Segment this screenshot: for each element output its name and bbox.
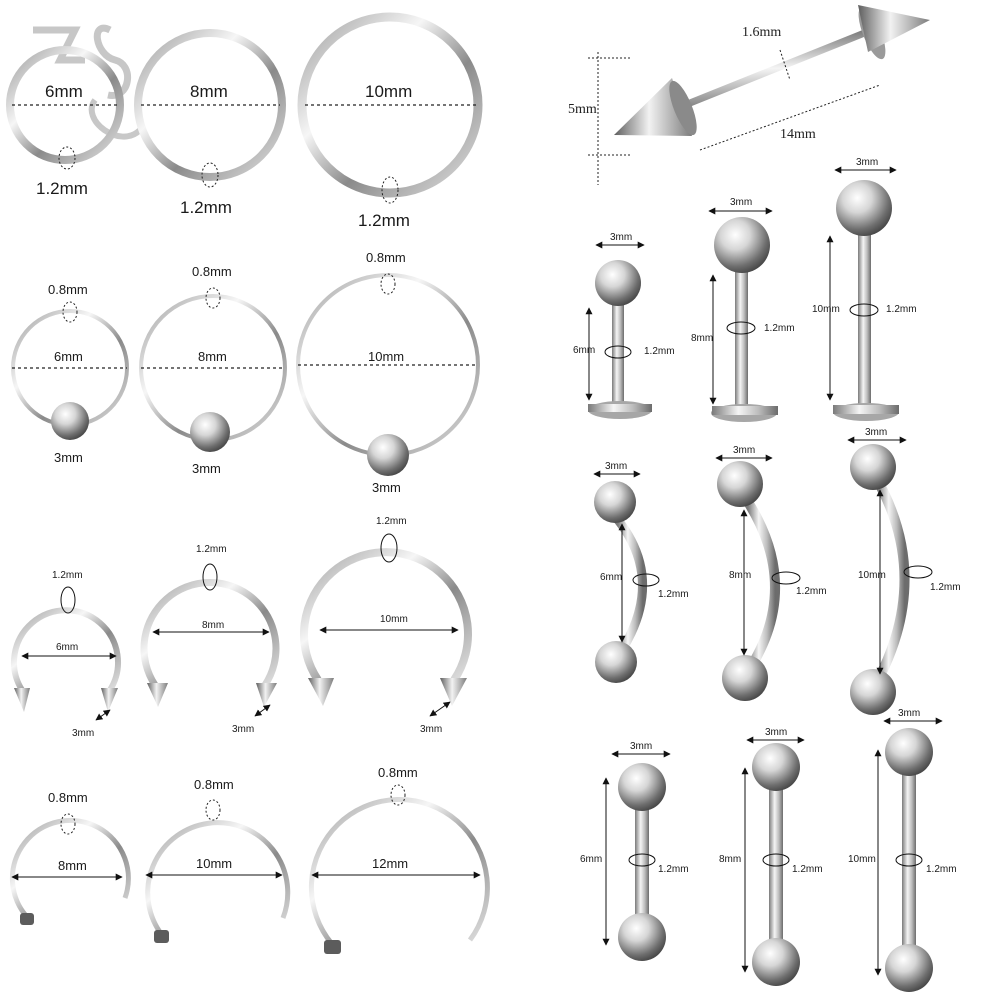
curved-barbell-ball: 3mm (605, 461, 627, 472)
nose-hoop-diameter: 10mm (196, 856, 232, 871)
nose-hoop-diameter: 8mm (58, 858, 87, 873)
horseshoe-8mm: 8mm 1.2mm 3mm (140, 544, 280, 735)
captive-ring-diameter: 8mm (198, 349, 227, 364)
labret-6mm: 3mm 6mm 1.2mm (573, 232, 675, 419)
straight-barbell-ball: 3mm (765, 727, 787, 738)
captive-ring-diameter: 10mm (368, 349, 404, 364)
nose-hoop-diameter: 12mm (372, 856, 408, 871)
segment-ring-diameter: 8mm (190, 82, 228, 101)
captive-bead-rings: 0.8mm 6mm 3mm 0.8mm 8mm 3mm 0.8mm 10mm 3… (11, 250, 480, 495)
segment-ring-8mm: 8mm 1.2mm (134, 29, 286, 217)
curved-barbell-gauge: 1.2mm (796, 586, 827, 597)
horseshoe-diameter: 10mm (380, 614, 408, 625)
nose-hoops: 8mm 0.8mm 10mm 0.8mm 12mm 0.8mm (9, 765, 490, 954)
straight-barbell-ball: 3mm (630, 741, 652, 752)
curved-barbell-ball: 3mm (865, 427, 887, 438)
segment-ring-6mm: 6mm 1.2mm (6, 46, 124, 198)
horseshoe-gauge: 1.2mm (196, 544, 227, 555)
labret-ball: 3mm (856, 157, 878, 168)
nose-hoop-10mm: 10mm 0.8mm (145, 777, 291, 943)
captive-ring-6mm: 0.8mm 6mm 3mm (11, 282, 129, 465)
horseshoe-gauge: 1.2mm (376, 516, 407, 527)
curved-barbell-gauge: 1.2mm (658, 589, 689, 600)
segment-ring-thickness: 1.2mm (358, 211, 410, 230)
straight-barbell-8mm: 3mm 8mm 1.2mm (719, 727, 823, 986)
labret-studs: 3mm 6mm 1.2mm 3mm 8mm 1.2mm 3mm (573, 157, 917, 422)
captive-ring-diameter: 6mm (54, 349, 83, 364)
nose-hoop-gauge: 0.8mm (194, 777, 234, 792)
straight-barbell-10mm: 3mm 10mm 1.2mm (848, 708, 957, 992)
curved-barbell-ball: 3mm (733, 445, 755, 456)
captive-ring-gauge: 0.8mm (48, 282, 88, 297)
horseshoe-spike: 3mm (232, 724, 254, 735)
labret-10mm: 3mm 10mm 1.2mm (812, 157, 917, 421)
curved-barbell-8mm: 3mm 8mm 1.2mm (715, 445, 827, 701)
captive-ring-gauge: 0.8mm (366, 250, 406, 265)
captive-ring-8mm: 0.8mm 8mm 3mm (139, 264, 287, 476)
nose-hoop-12mm: 12mm 0.8mm (308, 765, 490, 954)
labret-gauge: 1.2mm (886, 304, 917, 315)
nose-hoop-8mm: 8mm 0.8mm (9, 790, 131, 925)
curved-barbell-length: 8mm (729, 570, 751, 581)
horseshoe-gauge: 1.2mm (52, 570, 83, 581)
captive-ring-ball: 3mm (372, 480, 401, 495)
curved-barbell-length: 10mm (858, 570, 886, 581)
labret-8mm: 3mm 8mm 1.2mm (691, 197, 795, 422)
straight-barbell-gauge: 1.2mm (792, 864, 823, 875)
straight-barbell-gauge: 1.2mm (658, 864, 689, 875)
curved-barbell-10mm: 3mm 10mm 1.2mm (847, 427, 961, 715)
horseshoe-spike: 3mm (420, 724, 442, 735)
straight-barbells: 3mm 6mm 1.2mm 3mm 8mm 1.2mm 3mm (580, 708, 957, 992)
captive-ring-ball: 3mm (192, 461, 221, 476)
labret-ball: 3mm (730, 197, 752, 208)
horseshoe-6mm: 6mm 1.2mm 3mm (11, 570, 121, 739)
captive-ring-ball: 3mm (54, 450, 83, 465)
segment-ring-10mm: 10mm 1.2mm (297, 12, 483, 230)
curved-barbell-gauge: 1.2mm (930, 582, 961, 593)
straight-barbell-length: 8mm (719, 854, 741, 865)
horseshoe-rings: 6mm 1.2mm 3mm 8mm 1.2mm 3mm 10mm 1.2mm (11, 516, 472, 739)
labret-length: 10mm (812, 304, 840, 315)
horseshoe-diameter: 6mm (56, 642, 78, 653)
labret-gauge: 1.2mm (644, 346, 675, 357)
segment-ring-thickness: 1.2mm (180, 198, 232, 217)
horseshoe-diameter: 8mm (202, 620, 224, 631)
nose-hoop-gauge: 0.8mm (48, 790, 88, 805)
segment-ring-diameter: 6mm (45, 82, 83, 101)
labret-ball: 3mm (610, 232, 632, 243)
labret-length: 8mm (691, 333, 713, 344)
segment-ring-diameter: 10mm (365, 82, 412, 101)
straight-barbell-length: 6mm (580, 854, 602, 865)
labret-gauge: 1.2mm (764, 323, 795, 334)
spike-barbell-length: 14mm (780, 127, 816, 142)
straight-barbell-gauge: 1.2mm (926, 864, 957, 875)
captive-ring-gauge: 0.8mm (192, 264, 232, 279)
straight-barbell-length: 10mm (848, 854, 876, 865)
curved-barbell-6mm: 3mm 6mm 1.2mm (593, 461, 689, 683)
segment-ring-thickness: 1.2mm (36, 179, 88, 198)
curved-barbell-length: 6mm (600, 572, 622, 583)
segment-rings: 6mm 1.2mm 8mm 1.2mm 10mm 1.2mm (6, 12, 483, 230)
horseshoe-10mm: 10mm 1.2mm 3mm (300, 516, 472, 735)
spike-barbell-spike-size: 5mm (568, 102, 597, 117)
labret-length: 6mm (573, 345, 595, 356)
curved-barbells: 3mm 6mm 1.2mm 3mm 8mm 1.2mm 3mm (593, 427, 961, 715)
straight-barbell-6mm: 3mm 6mm 1.2mm (580, 741, 689, 961)
horseshoe-spike: 3mm (72, 728, 94, 739)
straight-barbell-ball: 3mm (898, 708, 920, 719)
brand-logo (33, 24, 143, 140)
spike-barbell: 5mm 14mm 1.6mm (568, 5, 930, 185)
spike-barbell-gauge: 1.6mm (742, 25, 781, 40)
nose-hoop-gauge: 0.8mm (378, 765, 418, 780)
captive-ring-10mm: 0.8mm 10mm 3mm (296, 250, 480, 495)
